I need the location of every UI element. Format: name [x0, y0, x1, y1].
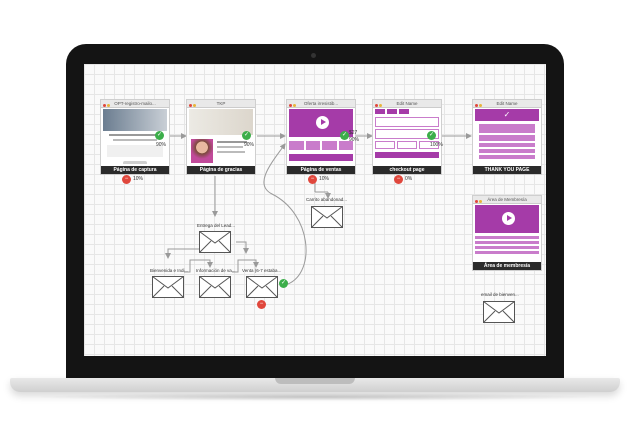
card-titlebar: Edit Name	[473, 100, 541, 108]
card-title: TKP	[217, 101, 226, 106]
envelope-icon[interactable]	[152, 276, 184, 298]
envelope-icon[interactable]	[199, 276, 231, 298]
card-title: Edit Name	[496, 101, 517, 106]
email-label: Información de va...	[196, 268, 236, 273]
funnel-canvas[interactable]: OPT-registro-mailo... Página de captura …	[84, 64, 546, 356]
play-icon	[475, 205, 539, 233]
check-icon: ✓	[155, 131, 164, 140]
card-title: Área de Membresía	[487, 197, 527, 202]
thanks-rate: 90%	[244, 142, 254, 148]
check-icon: ✓	[242, 131, 251, 140]
funnel-card-membership[interactable]: Área de Membresía Área de membresía	[472, 195, 542, 271]
envelope-icon[interactable]	[246, 276, 278, 298]
card-titlebar: OPT-registro-mailo...	[101, 100, 169, 108]
card-title: OPT-registro-mailo...	[114, 101, 156, 106]
minus-icon: −	[122, 175, 131, 184]
check-icon: ✓	[427, 131, 436, 140]
minus-icon: −	[394, 175, 403, 184]
email-label: email de bienven...	[481, 292, 519, 297]
check-icon: ✓	[340, 131, 349, 140]
sales-conversion: 10%	[319, 176, 329, 182]
envelope-icon[interactable]	[311, 206, 343, 228]
email-label: Bienvenida e Indi...	[150, 268, 188, 273]
capture-conversion: 10%	[133, 176, 143, 182]
capture-rate: 90%	[156, 142, 166, 148]
window-dots	[475, 102, 483, 108]
card-titlebar: Edit Name	[373, 100, 441, 108]
window-dots	[375, 102, 383, 108]
checkout-rate: 100%	[430, 142, 443, 148]
checkout-conversion: 0%	[405, 176, 412, 182]
check-icon: ✓	[475, 109, 539, 121]
edge-email-chain	[236, 242, 246, 253]
card-titlebar: Área de Membresía	[473, 196, 541, 204]
membership-page-thumbnail	[475, 205, 539, 260]
thankyou-page-thumbnail: ✓	[475, 109, 539, 164]
window-dots	[189, 102, 197, 108]
laptop-notch	[275, 378, 355, 384]
window-dots	[103, 102, 111, 108]
window-dots	[475, 198, 483, 204]
funnel-card-thankyou[interactable]: Edit Name ✓ THANK YOU PAGE	[472, 99, 542, 175]
minus-icon: −	[308, 175, 317, 184]
camera-dot	[311, 53, 316, 58]
check-icon: ✓	[279, 279, 288, 288]
window-dots	[289, 102, 297, 108]
card-label: checkout page	[373, 166, 441, 174]
email-label: Entrega del Lead...	[197, 223, 235, 228]
card-label: Página de gracias	[187, 166, 255, 174]
envelope-icon[interactable]	[199, 231, 231, 253]
email-label: Carrito abandonad...	[306, 197, 347, 202]
sales-price: $27	[349, 130, 357, 136]
card-titlebar: Oferta irresistib...	[287, 100, 355, 108]
card-label: Página de captura	[101, 166, 169, 174]
card-title: Edit Name	[396, 101, 417, 106]
envelope-icon[interactable]	[483, 301, 515, 323]
laptop-shadow	[30, 393, 600, 401]
card-title: Oferta irresistib...	[304, 101, 338, 106]
card-label: THANK YOU PAGE	[473, 166, 541, 174]
card-titlebar: TKP	[187, 100, 255, 108]
sales-rate: 90%	[349, 137, 359, 143]
email-label: Venta (6-7 estaba...	[242, 268, 281, 273]
card-label: Área de membresía	[473, 262, 541, 270]
minus-icon: −	[257, 300, 266, 309]
card-label: Página de ventas	[287, 166, 355, 174]
